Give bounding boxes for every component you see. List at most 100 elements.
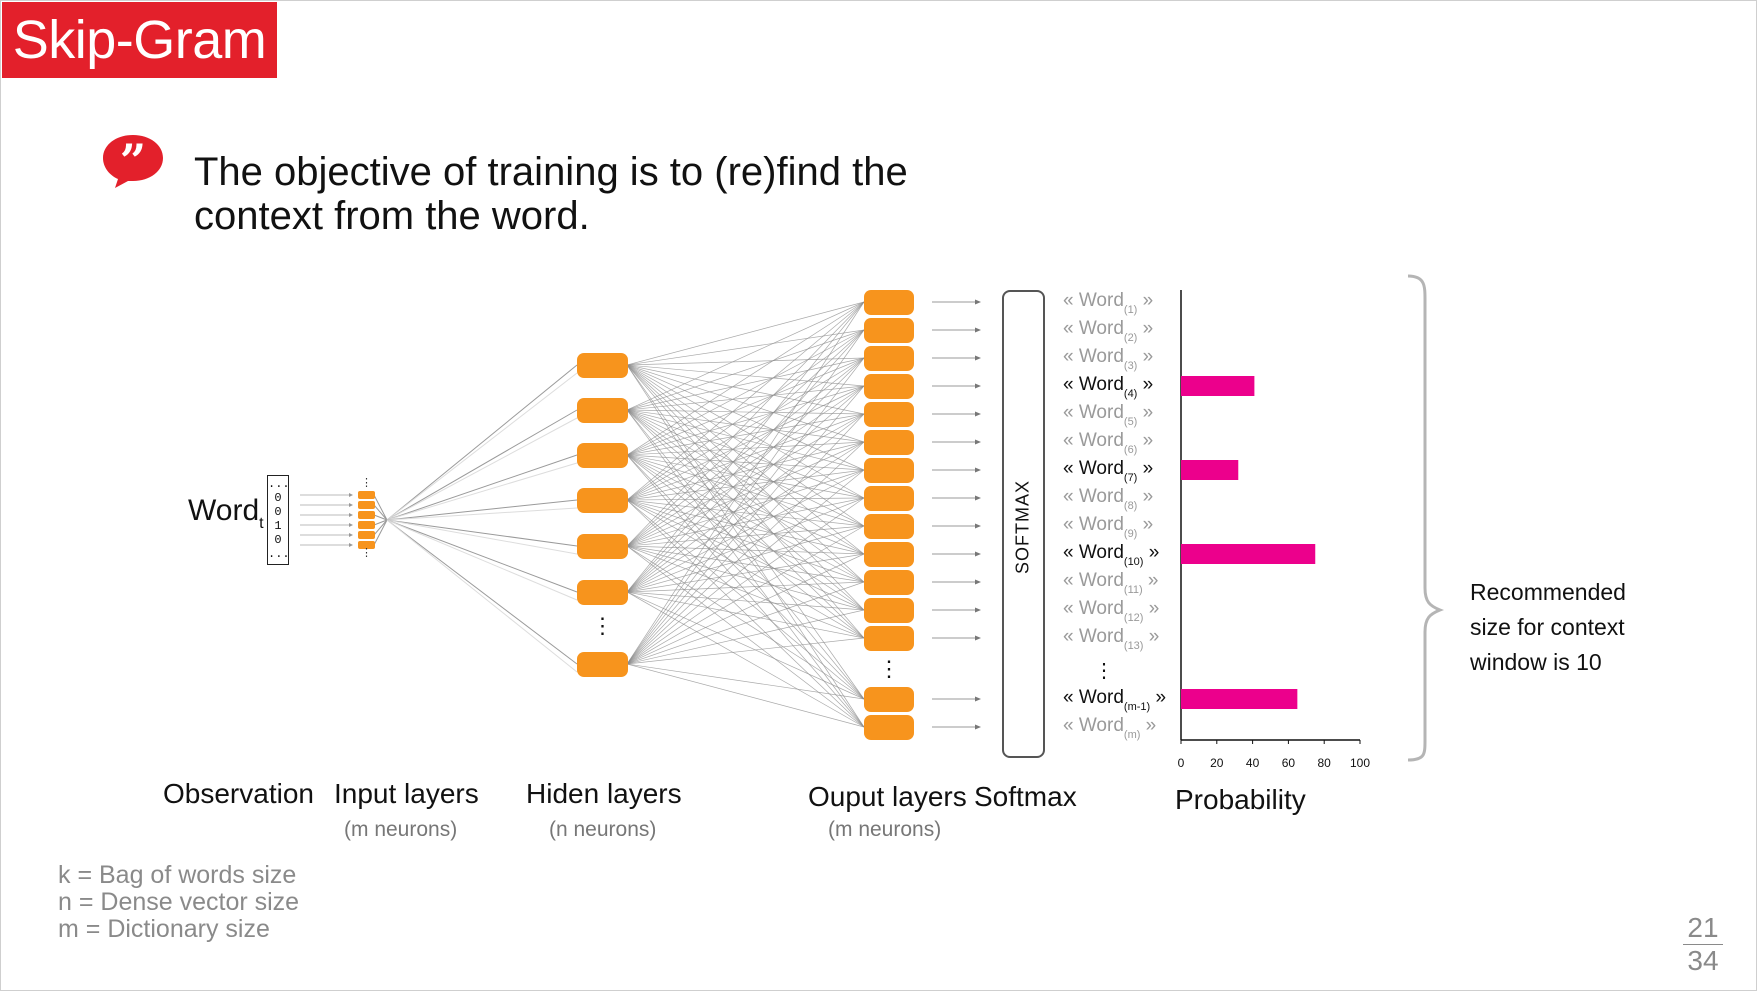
x-tick-label: 80 [1317, 756, 1331, 770]
input-ellipsis: ⋮ [361, 547, 372, 559]
label-output-layers: Ouput layers [808, 781, 967, 812]
x-tick-label: 100 [1349, 756, 1371, 770]
arrowhead [349, 543, 353, 547]
legend-n: n = Dense vector size [58, 888, 300, 916]
hidden-output-connection [626, 413, 865, 547]
hidden-output-connection [626, 301, 865, 665]
hidden-output-connection [626, 454, 865, 728]
hidden-output-connection [626, 545, 865, 639]
vector-cell: 1 [274, 519, 282, 533]
fan-connection [373, 519, 388, 536]
output-word-label: « Word [1063, 542, 1124, 563]
output-word-close: » [1140, 715, 1157, 736]
hidden-output-connection [626, 357, 865, 501]
hidden-output-connection [626, 385, 865, 593]
output-word-label: « Word [1063, 715, 1124, 736]
arrowhead [975, 635, 981, 641]
vector-cell: ... [268, 547, 290, 561]
output-word-label: « Word [1063, 514, 1124, 535]
hidden-neuron [577, 443, 628, 468]
arrowhead [975, 467, 981, 473]
output-word-index: (7) [1123, 472, 1138, 484]
page-current: 21 [1683, 912, 1723, 945]
input-hidden-connection [386, 364, 578, 521]
input-neuron [358, 511, 375, 519]
output-word-close: » [1143, 542, 1160, 563]
arrowhead [349, 493, 353, 497]
hidden-output-connection [626, 441, 865, 665]
headline: The objective of training is to (re)find… [194, 150, 908, 238]
context-bracket [1407, 274, 1445, 762]
hidden-output-connection [626, 385, 865, 501]
context-window-note: Recommended size for context window is 1… [1470, 579, 1626, 675]
vector-cell: 0 [274, 505, 282, 519]
hidden-output-connection [626, 469, 865, 501]
output-word-index: (m-1) [1123, 701, 1151, 713]
hidden-output-connection [626, 553, 865, 593]
hidden-output-connection [626, 454, 865, 583]
hidden-output-connection [626, 301, 865, 593]
output-word: « Word(8) » [1063, 486, 1153, 512]
output-word: « Word(13) » [1063, 626, 1159, 652]
output-word-label: « Word [1063, 570, 1124, 591]
output-word-label: « Word [1063, 290, 1124, 311]
input-neuron [358, 531, 375, 539]
hidden-output-connection [626, 497, 865, 665]
hidden-output-connection [626, 545, 865, 583]
one-hot-vector: ... 0 0 1 0 ... [267, 475, 290, 565]
hidden-output-connection [626, 441, 865, 456]
output-word-index: (13) [1123, 640, 1144, 652]
hidden-output-connection [626, 409, 865, 700]
softmax-box [1002, 290, 1045, 758]
arrowhead [975, 607, 981, 613]
input-hidden-connection [386, 454, 578, 521]
output-neuron [864, 346, 914, 371]
probability-bar [1181, 544, 1316, 564]
hidden-output-connection [626, 364, 865, 443]
arrowhead [975, 551, 981, 557]
sub-output-layers: (m neurons) [828, 818, 942, 841]
output-word-close: » [1150, 687, 1167, 708]
arrowhead [975, 327, 981, 333]
hidden-output-connection [626, 609, 865, 665]
input-hidden-connection [386, 409, 578, 521]
output-neuron [864, 318, 914, 343]
label-softmax: Softmax [974, 781, 1077, 812]
output-word-index: (1) [1123, 304, 1138, 316]
hidden-output-connection [626, 525, 865, 547]
output-word-label: « Word [1063, 346, 1124, 367]
input-hidden-connection [386, 417, 578, 521]
output-word-label: « Word [1063, 598, 1124, 619]
hidden-output-connection [626, 409, 865, 499]
output-neuron [864, 486, 914, 511]
fan-connection [373, 519, 388, 526]
page-total: 34 [1687, 945, 1719, 976]
hidden-output-connection [626, 663, 865, 728]
probability-chart [1180, 290, 1361, 744]
hidden-output-connection [626, 364, 865, 387]
output-word: « Word(11) » [1063, 570, 1159, 596]
arrowhead [975, 579, 981, 585]
hidden-output-connection [626, 364, 865, 415]
neurons: ⋮⋮⋮⋮ [358, 290, 914, 740]
output-neuron [864, 570, 914, 595]
output-word-close: » [1137, 486, 1154, 507]
hidden-neuron [577, 398, 628, 423]
hidden-output-connection [626, 364, 865, 583]
hidden-neuron [577, 488, 628, 513]
input-neuron [358, 501, 375, 509]
hidden-neuron [577, 580, 628, 605]
output-word: « Word(2) » [1063, 318, 1153, 344]
output-word-index: (8) [1123, 500, 1138, 512]
input-hidden-connection [386, 519, 578, 593]
label-observation: Observation [163, 778, 314, 809]
sub-input-layers: (m neurons) [344, 818, 458, 841]
curly-bracket [1407, 274, 1445, 762]
arrowhead [975, 383, 981, 389]
softmax-box-label: SOFTMAX [1012, 479, 1033, 575]
hidden-output-connection [626, 637, 865, 665]
arrowhead [975, 299, 981, 305]
hidden-output-connection [626, 454, 865, 499]
hidden-output-connection [626, 525, 865, 593]
hidden-output-connection [626, 499, 865, 555]
